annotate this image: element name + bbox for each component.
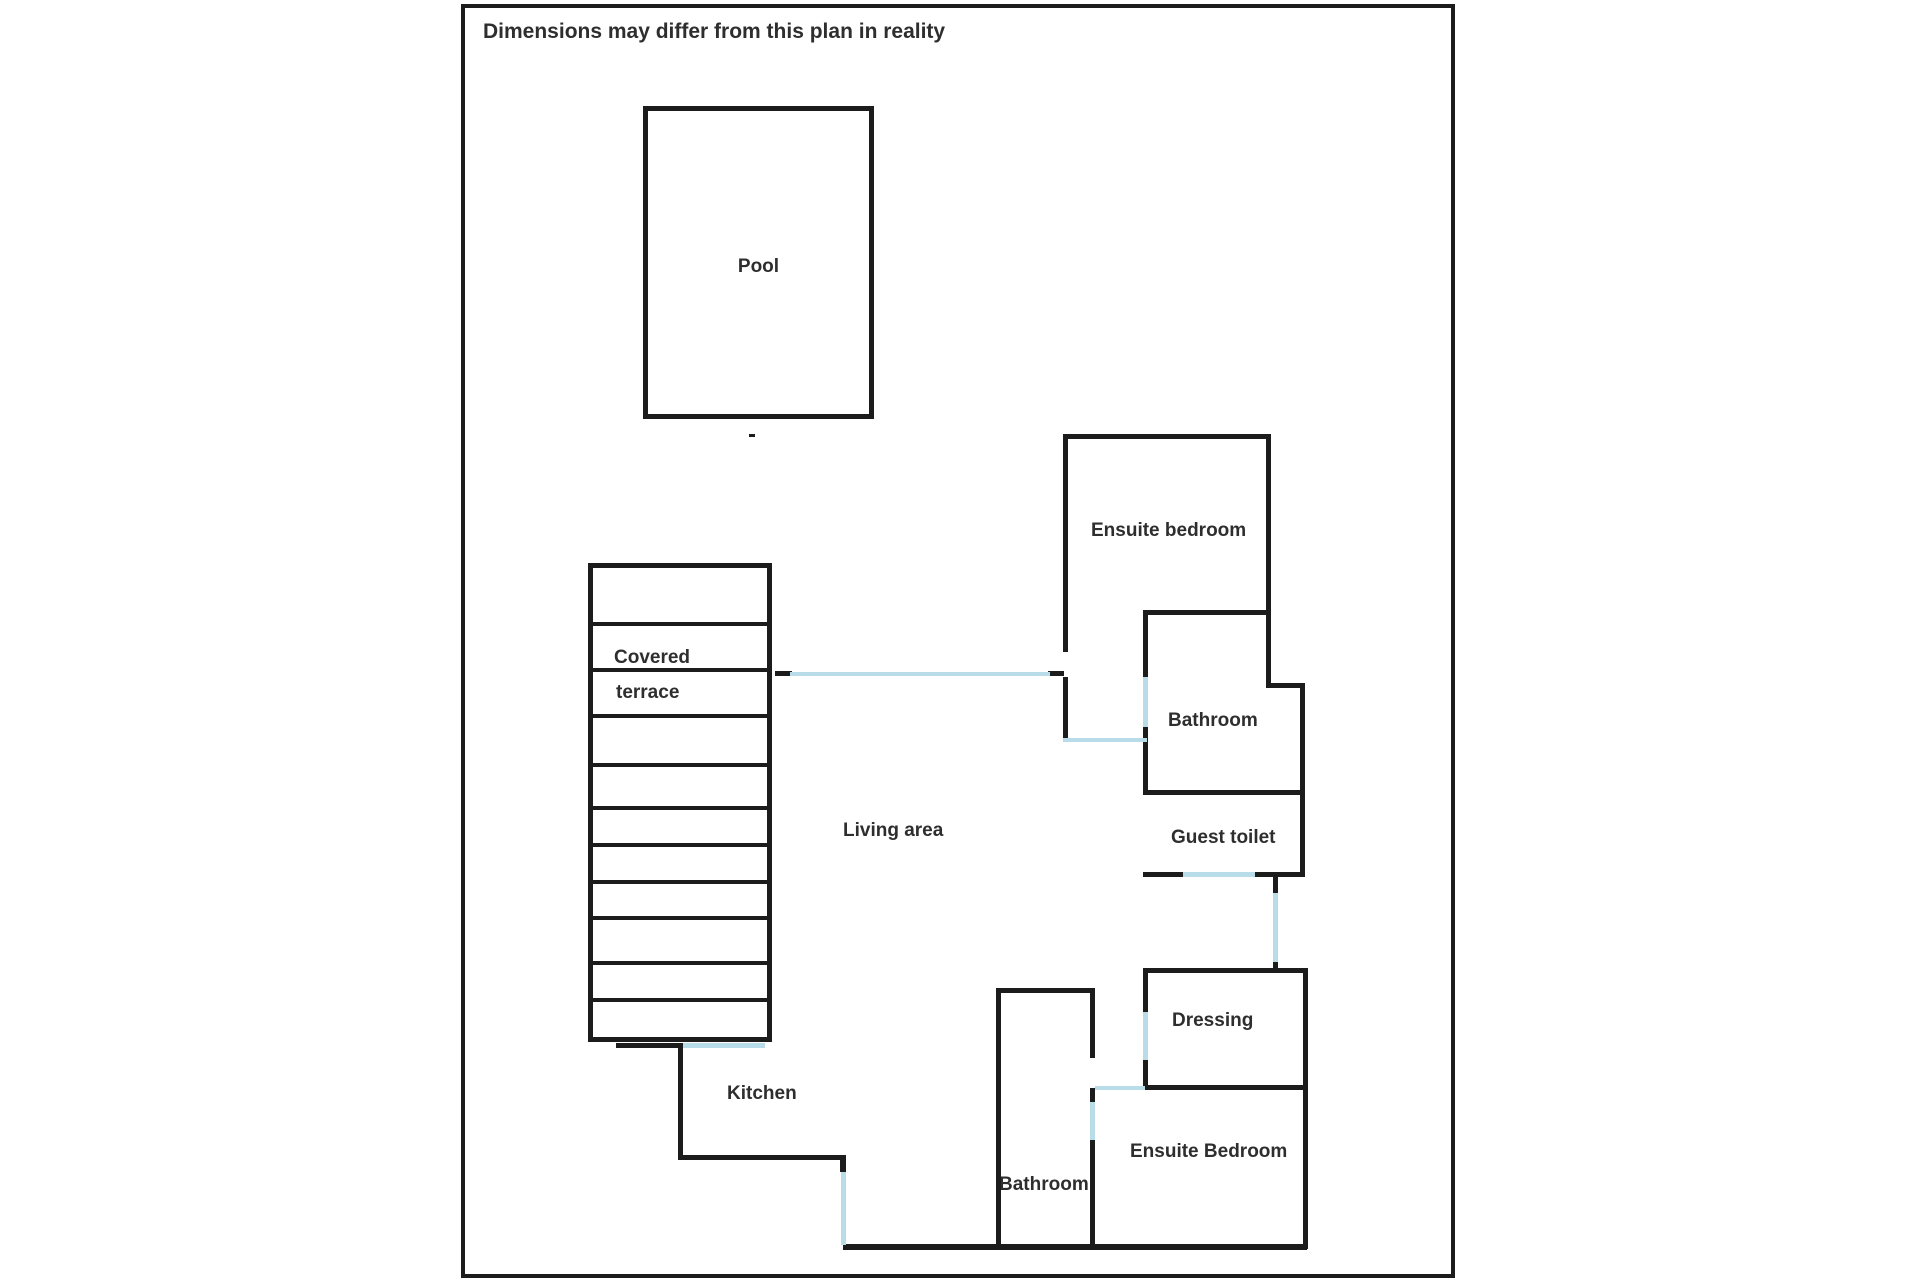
wall-segment	[1143, 968, 1148, 1012]
plan-disclaimer: Dimensions may differ from this plan in …	[483, 20, 946, 43]
wall-segment	[1143, 610, 1148, 677]
room-pool	[643, 106, 874, 419]
room-label-living-area: Living area	[843, 820, 944, 841]
terrace-stripe-line	[593, 763, 767, 767]
wall-segment	[1300, 683, 1305, 877]
door-window-segment	[1063, 738, 1147, 742]
door-window-segment	[1095, 1086, 1145, 1090]
room-label-ensuite-bedroom-bottom: Ensuite Bedroom	[1130, 1141, 1288, 1162]
wall-segment	[678, 1044, 683, 1160]
room-label-bathroom-top: Bathroom	[1168, 710, 1258, 731]
wall-segment	[1143, 872, 1183, 877]
door-window-segment	[1273, 893, 1278, 962]
terrace-stripe-line	[593, 961, 767, 965]
wall-segment	[1063, 677, 1068, 740]
room-covered-terrace	[588, 563, 772, 1042]
door-window-segment	[841, 1172, 846, 1245]
door-window-segment	[683, 1043, 765, 1048]
wall-segment	[1266, 683, 1305, 688]
terrace-stripe-line	[593, 714, 767, 718]
wall-segment	[1143, 1060, 1148, 1090]
room-label-dressing: Dressing	[1172, 1010, 1254, 1031]
wall-segment	[1255, 872, 1305, 877]
wall-segment	[1303, 968, 1308, 1249]
wall-segment	[1063, 434, 1068, 652]
room-label-covered-terrace-2: terrace	[616, 682, 680, 703]
plan-border	[461, 4, 1455, 1278]
terrace-stripe-line	[593, 622, 767, 626]
room-label-ensuite-bedroom-top: Ensuite bedroom	[1091, 520, 1247, 541]
room-label-guest-toilet: Guest toilet	[1171, 827, 1276, 848]
wall-segment	[843, 1244, 1307, 1250]
wall-segment	[616, 1043, 683, 1048]
wall-segment	[1090, 988, 1095, 1058]
terrace-stripe-line	[593, 916, 767, 920]
door-window-segment	[790, 672, 1050, 676]
room-label-pool: Pool	[737, 256, 780, 277]
wall-segment	[1273, 962, 1278, 972]
wall-segment	[1090, 1140, 1095, 1246]
wall-segment	[1143, 610, 1271, 615]
room-label-covered-terrace-1: Covered	[614, 647, 691, 668]
wall-segment	[1048, 671, 1064, 676]
wall-segment	[1273, 877, 1278, 893]
wall-segment	[1090, 1088, 1095, 1102]
wall-segment	[749, 434, 755, 437]
wall-segment	[1143, 968, 1308, 973]
terrace-stripe-line	[593, 806, 767, 810]
wall-segment	[1143, 727, 1148, 795]
wall-segment	[1063, 434, 1271, 439]
wall-segment	[840, 1155, 846, 1172]
door-window-segment	[1143, 1012, 1148, 1060]
terrace-stripe-line	[593, 998, 767, 1002]
wall-segment	[1266, 434, 1271, 688]
wall-segment	[678, 1155, 846, 1160]
door-window-segment	[1090, 1102, 1095, 1140]
room-label-bathroom-bottom: Bathroom	[999, 1174, 1089, 1195]
wall-segment	[996, 988, 1095, 993]
wall-segment	[996, 988, 1001, 1246]
terrace-stripe-line	[593, 843, 767, 847]
wall-segment	[1143, 1085, 1308, 1090]
terrace-stripe-line	[593, 668, 767, 672]
wall-segment	[1143, 790, 1305, 795]
terrace-stripe-line	[593, 880, 767, 884]
door-window-segment	[1183, 872, 1255, 877]
room-label-kitchen: Kitchen	[727, 1083, 797, 1104]
door-window-segment	[1143, 677, 1148, 727]
wall-segment	[775, 671, 792, 676]
